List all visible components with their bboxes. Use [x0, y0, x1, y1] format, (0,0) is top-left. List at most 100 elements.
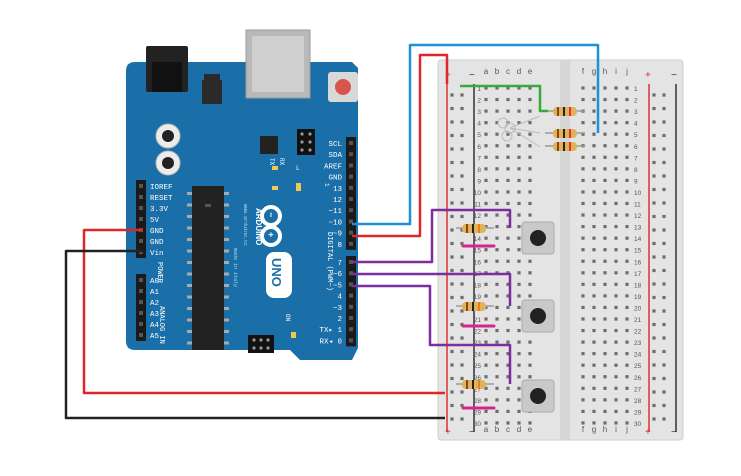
- breadboard-hole[interactable]: [528, 352, 532, 356]
- rail-hole[interactable]: [652, 228, 656, 232]
- breadboard-hole[interactable]: [506, 363, 510, 367]
- breadboard-hole[interactable]: [625, 178, 629, 182]
- rail-hole[interactable]: [652, 214, 656, 219]
- rail-hole[interactable]: [460, 147, 464, 151]
- breadboard-hole[interactable]: [625, 375, 629, 379]
- breadboard-hole[interactable]: [614, 155, 618, 159]
- breadboard-hole[interactable]: [495, 259, 499, 263]
- breadboard-hole[interactable]: [506, 409, 510, 413]
- breadboard-hole[interactable]: [581, 236, 585, 240]
- rail-hole[interactable]: [662, 93, 666, 97]
- breadboard-hole[interactable]: [603, 225, 607, 229]
- breadboard-hole[interactable]: [614, 213, 618, 217]
- rail-hole[interactable]: [460, 295, 464, 300]
- breadboard-hole[interactable]: [528, 271, 532, 275]
- rail-hole[interactable]: [460, 322, 464, 327]
- breadboard-hole[interactable]: [495, 328, 499, 333]
- breadboard-hole[interactable]: [517, 305, 521, 310]
- breadboard-hole[interactable]: [625, 282, 629, 286]
- breadboard-hole[interactable]: [625, 190, 629, 194]
- breadboard-hole[interactable]: [506, 109, 510, 113]
- header-pin[interactable]: [139, 206, 143, 210]
- rail-hole[interactable]: [662, 295, 666, 300]
- breadboard-hole[interactable]: [506, 305, 510, 310]
- breadboard-hole[interactable]: [625, 236, 629, 240]
- breadboard-hole[interactable]: [517, 97, 521, 102]
- breadboard-hole[interactable]: [625, 317, 629, 321]
- breadboard-hole[interactable]: [506, 352, 510, 356]
- rail-hole[interactable]: [662, 228, 666, 232]
- rail-hole[interactable]: [652, 174, 656, 178]
- breadboard-hole[interactable]: [614, 190, 618, 194]
- breadboard-hole[interactable]: [495, 178, 499, 182]
- breadboard-hole[interactable]: [517, 236, 521, 240]
- breadboard-hole[interactable]: [614, 97, 618, 102]
- rail-hole[interactable]: [662, 133, 666, 138]
- breadboard-hole[interactable]: [517, 409, 521, 413]
- breadboard-hole[interactable]: [495, 363, 499, 367]
- breadboard-hole[interactable]: [506, 225, 510, 229]
- rail-hole[interactable]: [652, 363, 656, 367]
- breadboard-hole[interactable]: [528, 363, 532, 367]
- breadboard-hole[interactable]: [592, 386, 596, 390]
- breadboard-hole[interactable]: [506, 328, 510, 333]
- breadboard-hole[interactable]: [625, 121, 629, 125]
- breadboard-hole[interactable]: [495, 317, 499, 321]
- breadboard-hole[interactable]: [528, 132, 532, 136]
- breadboard-hole[interactable]: [603, 155, 607, 159]
- header-pin[interactable]: [139, 217, 143, 221]
- breadboard-hole[interactable]: [625, 363, 629, 367]
- rail-hole[interactable]: [460, 255, 464, 259]
- breadboard-hole[interactable]: [592, 155, 596, 159]
- breadboard-hole[interactable]: [603, 97, 607, 102]
- breadboard-hole[interactable]: [484, 155, 488, 159]
- breadboard-hole[interactable]: [484, 213, 488, 217]
- rail-hole[interactable]: [652, 268, 656, 273]
- breadboard-hole[interactable]: [581, 248, 585, 252]
- breadboard-hole[interactable]: [506, 213, 510, 217]
- breadboard-hole[interactable]: [581, 409, 585, 413]
- breadboard-hole[interactable]: [581, 386, 585, 390]
- breadboard-hole[interactable]: [581, 190, 585, 194]
- header-pin[interactable]: [349, 282, 353, 287]
- reset-button-cap[interactable]: [335, 79, 351, 95]
- header-pin[interactable]: [349, 163, 353, 168]
- rail-hole[interactable]: [662, 241, 666, 246]
- breadboard-hole[interactable]: [603, 317, 607, 321]
- breadboard-hole[interactable]: [614, 259, 618, 263]
- breadboard-hole[interactable]: [484, 236, 488, 240]
- breadboard-hole[interactable]: [528, 155, 532, 159]
- breadboard-hole[interactable]: [592, 259, 596, 263]
- pushbutton-2[interactable]: [521, 299, 555, 333]
- rail-hole[interactable]: [662, 349, 666, 354]
- breadboard-hole[interactable]: [592, 109, 596, 113]
- breadboard-hole[interactable]: [603, 121, 607, 125]
- breadboard-hole[interactable]: [592, 236, 596, 240]
- breadboard-hole[interactable]: [581, 259, 585, 263]
- resistor-led-1[interactable]: [545, 107, 585, 116]
- breadboard-hole[interactable]: [614, 317, 618, 321]
- rail-hole[interactable]: [450, 282, 454, 286]
- breadboard-hole[interactable]: [484, 386, 488, 390]
- breadboard-hole[interactable]: [506, 317, 510, 321]
- breadboard-hole[interactable]: [592, 121, 596, 125]
- breadboard-hole[interactable]: [495, 421, 499, 425]
- resistor-btn-1[interactable]: [456, 224, 494, 233]
- rail-hole[interactable]: [450, 336, 454, 340]
- rail-hole[interactable]: [450, 295, 454, 300]
- breadboard-hole[interactable]: [625, 294, 629, 298]
- rail-hole[interactable]: [450, 93, 454, 97]
- rail-hole[interactable]: [450, 255, 454, 259]
- breadboard-hole[interactable]: [495, 340, 499, 344]
- breadboard-hole[interactable]: [495, 409, 499, 413]
- rail-hole[interactable]: [662, 160, 666, 165]
- breadboard-hole[interactable]: [495, 248, 499, 252]
- breadboard-hole[interactable]: [528, 178, 532, 182]
- rail-hole[interactable]: [652, 336, 656, 340]
- breadboard-hole[interactable]: [592, 144, 596, 148]
- breadboard-hole[interactable]: [506, 248, 510, 252]
- breadboard-hole[interactable]: [614, 132, 618, 136]
- breadboard-hole[interactable]: [528, 86, 532, 90]
- rail-hole[interactable]: [460, 133, 464, 138]
- breadboard-hole[interactable]: [506, 97, 510, 102]
